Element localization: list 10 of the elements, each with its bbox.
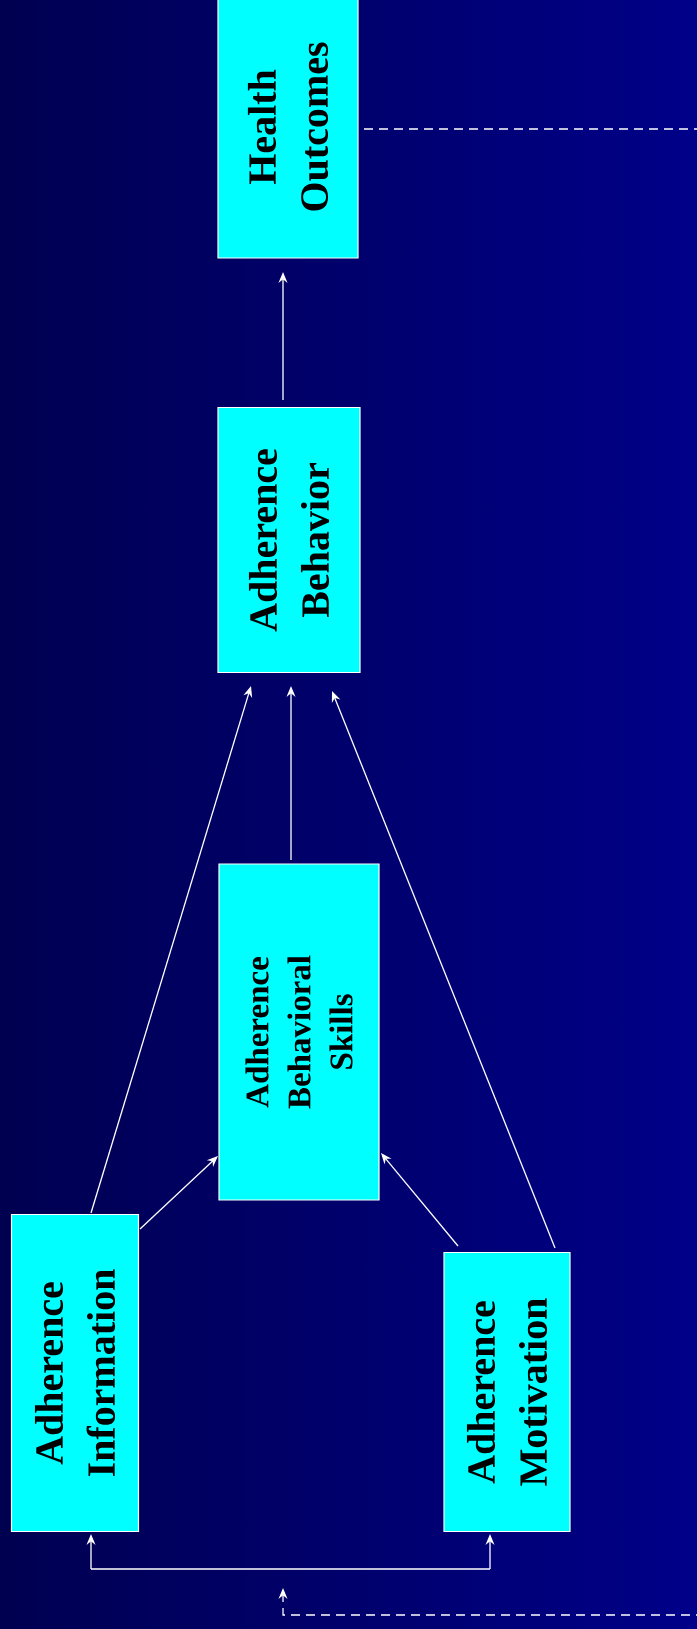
process-box: Adherence Behavior <box>217 406 361 674</box>
process-box: Adherence Information <box>10 1213 140 1533</box>
arrow <box>139 1156 218 1230</box>
bracket-line <box>90 1568 491 1570</box>
arrow <box>381 1153 459 1247</box>
process-box: Health Outcomes <box>217 0 359 259</box>
process-box: Adherence Behavioral Skills <box>218 863 380 1201</box>
process-box: Adherence Motivation <box>443 1251 571 1533</box>
arrow <box>331 691 556 1249</box>
arrow <box>278 128 697 1616</box>
